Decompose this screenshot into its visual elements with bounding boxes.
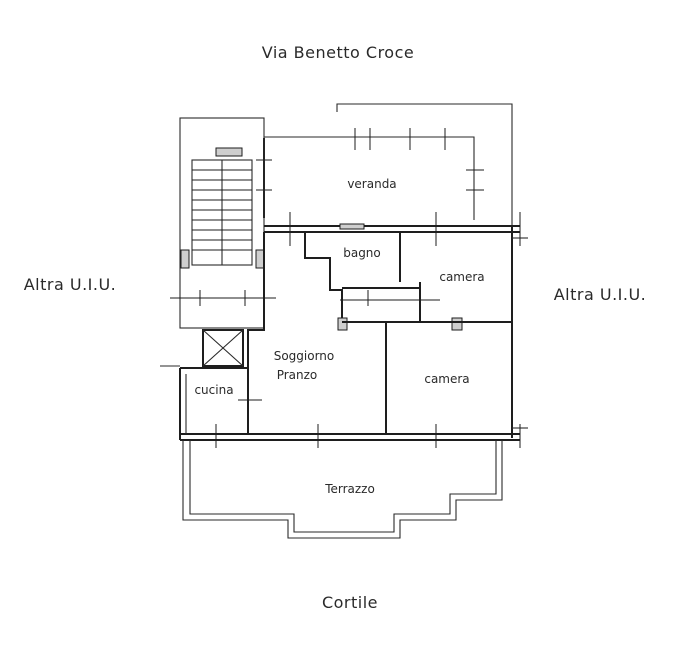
veranda-frame [256, 103, 513, 235]
apartment-walls [160, 212, 528, 448]
room-label-camera-top: camera [439, 270, 484, 284]
room-label-camera-bottom: camera [424, 372, 469, 386]
neighbor-label-right: Altra U.I.U. [554, 285, 647, 304]
courtyard-label: Cortile [322, 593, 378, 612]
terrace-outline [182, 440, 503, 539]
neighbor-label-left: Altra U.I.U. [24, 275, 117, 294]
street-label-top: Via Benetto Croce [262, 43, 414, 62]
room-label-soggiorno: Soggiorno [274, 349, 335, 363]
stair-treads [192, 169, 252, 251]
room-label-veranda: veranda [347, 177, 396, 191]
room-label-terrazzo: Terrazzo [324, 482, 375, 496]
room-label-cucina: cucina [194, 383, 233, 397]
room-label-pranzo: Pranzo [277, 368, 318, 382]
staircase [170, 117, 276, 329]
elevator-shaft [202, 329, 244, 367]
room-label-bagno: bagno [343, 246, 381, 260]
